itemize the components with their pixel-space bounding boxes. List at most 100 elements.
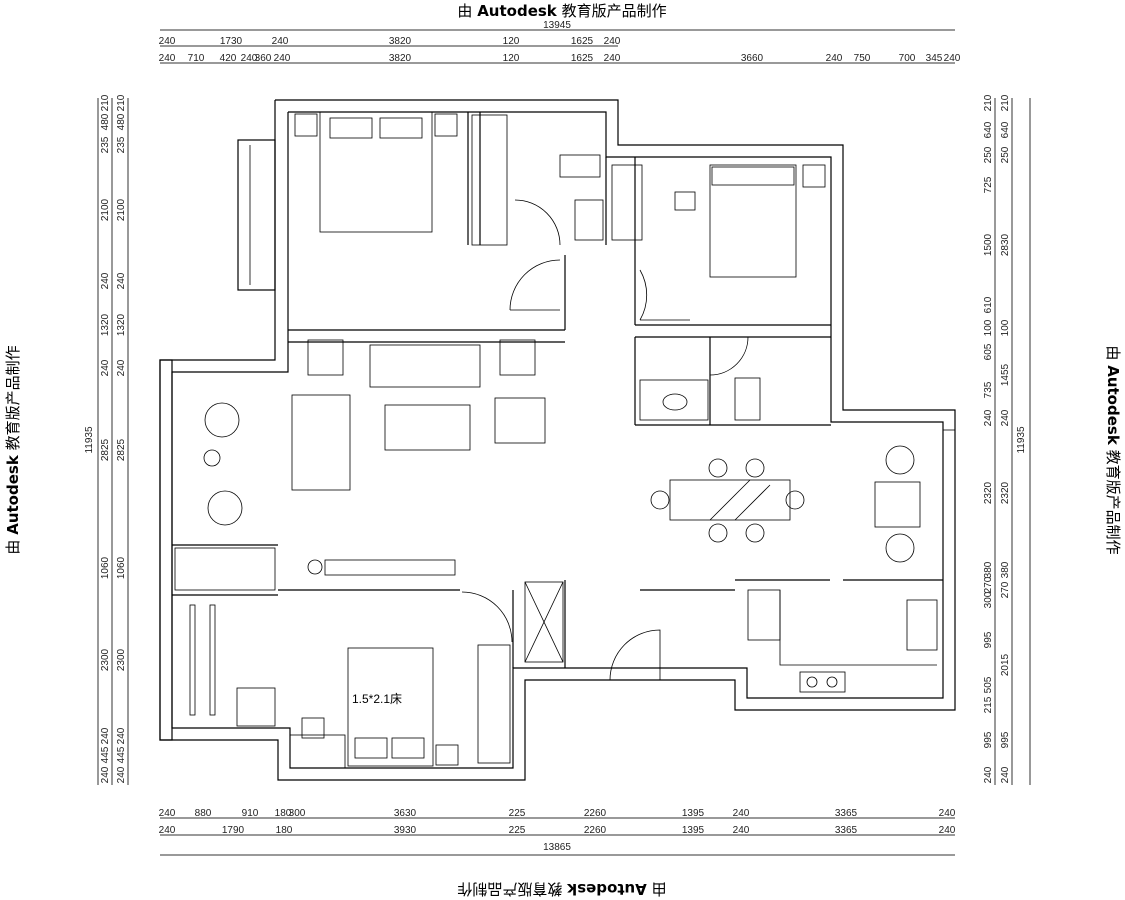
fridge-cabinet [747, 589, 781, 641]
dimension-label: 240 [826, 53, 843, 64]
dimension-label: 100 [1000, 319, 1011, 336]
dimension-label: 210 [100, 94, 111, 111]
bed [347, 647, 434, 767]
master-bedroom [294, 111, 508, 246]
dimension-label: 1790 [222, 825, 245, 836]
sink [574, 199, 604, 241]
dimension-label: 240 [159, 825, 176, 836]
dimension-label: 240 [159, 808, 176, 819]
dimension-label: 445 [100, 746, 111, 763]
dimension-label: 1320 [116, 313, 127, 336]
dimension-label: 240 [939, 825, 956, 836]
toilet [734, 377, 761, 421]
nightstand [294, 113, 318, 137]
dimension-label: 2260 [584, 808, 607, 819]
dimension-label: 270 [1000, 581, 1011, 598]
bathroom-top [559, 154, 604, 241]
dimension-label: 2825 [100, 438, 111, 461]
dining-table [669, 479, 791, 521]
dimension-label: 240 [939, 808, 956, 819]
dimension-label: 2100 [100, 198, 111, 221]
dimension-label: 1395 [682, 825, 705, 836]
table [874, 481, 921, 528]
dimension-label: 250 [1000, 146, 1011, 163]
dimension-label: 240 [604, 36, 621, 47]
dimension-label: 240 [983, 409, 994, 426]
dimension-label: 240 [159, 53, 176, 64]
dimension-label: 240 [116, 272, 127, 289]
dimension-label: 11935 [84, 426, 95, 454]
dimension-label: 240 [100, 727, 111, 744]
wardrobe [477, 644, 511, 764]
dimension-label: 1455 [1000, 363, 1011, 386]
dimension-label: 1625 [571, 36, 594, 47]
round-table [203, 449, 221, 467]
dimension-label: 2825 [116, 438, 127, 461]
dimension-label: 445 [116, 746, 127, 763]
dimension-label: 3660 [741, 53, 764, 64]
dimension-label: 270 [983, 576, 994, 593]
dimension-label: 240 [116, 727, 127, 744]
dimension-label: 13945 [543, 20, 571, 31]
dimension-label: 380 [983, 561, 994, 578]
lounge-chair [204, 402, 240, 438]
dimension-label: 480 [100, 113, 111, 130]
dimension-label: 240 [100, 272, 111, 289]
dimension-label: 240 [1000, 409, 1011, 426]
dimension-label: 2830 [1000, 233, 1011, 256]
dimension-label: 2300 [100, 648, 111, 671]
dimension-label: 250 [983, 146, 994, 163]
dimension-label: 1500 [983, 233, 994, 256]
dimension-label: 505 [983, 676, 994, 693]
armchair [494, 397, 546, 444]
dimension-label: 225 [509, 825, 526, 836]
chair [301, 717, 325, 739]
dimension-label: 710 [188, 53, 205, 64]
dimension-label: 215 [983, 696, 994, 713]
dimension-label: 735 [983, 381, 994, 398]
dimension-label: 120 [503, 36, 520, 47]
sofa [291, 394, 351, 491]
dimension-label: 2260 [584, 825, 607, 836]
desk [289, 734, 346, 769]
dimension-label: 210 [1000, 94, 1011, 111]
wardrobe [611, 164, 643, 241]
dimension-label: 3365 [835, 808, 858, 819]
dimension-label: 2100 [116, 198, 127, 221]
dimension-label: 480 [116, 113, 127, 130]
dimension-label: 700 [899, 53, 916, 64]
dimension-label: 995 [983, 631, 994, 648]
dimension-label: 300 [289, 808, 306, 819]
dimension-label: 3630 [394, 808, 417, 819]
doors [461, 199, 749, 681]
wardrobe [471, 114, 508, 246]
dimension-label: 235 [100, 136, 111, 153]
tv-cabinet [324, 559, 456, 576]
dimension-label: 610 [983, 296, 994, 313]
dimension-label: 2320 [1000, 481, 1011, 504]
lounge-chair [207, 490, 243, 526]
dimension-label: 3820 [389, 36, 412, 47]
double-bed [319, 111, 433, 233]
dimension-label: 240 [944, 53, 961, 64]
dimension-label: 210 [983, 94, 994, 111]
dimension-label: 1060 [116, 556, 127, 579]
living-room [291, 339, 546, 576]
dimension-label: 2320 [983, 481, 994, 504]
study [874, 429, 955, 563]
dimension-label: 180 [276, 825, 293, 836]
kitchen [747, 589, 938, 693]
dimension-label: 240 [159, 36, 176, 47]
dimension-label: 1730 [220, 36, 243, 47]
walls [159, 99, 956, 781]
dimension-label: 240 [1000, 766, 1011, 783]
chair [674, 191, 696, 211]
dimension-label: 300 [983, 591, 994, 608]
dimension-label: 235 [116, 136, 127, 153]
dimension-label: 3930 [394, 825, 417, 836]
watermark-top: 由 Autodesk 教育版产品制作 [457, 2, 666, 20]
dimension-label: 360 [255, 53, 272, 64]
dimension-label: 240 [733, 808, 750, 819]
balcony [174, 402, 276, 727]
